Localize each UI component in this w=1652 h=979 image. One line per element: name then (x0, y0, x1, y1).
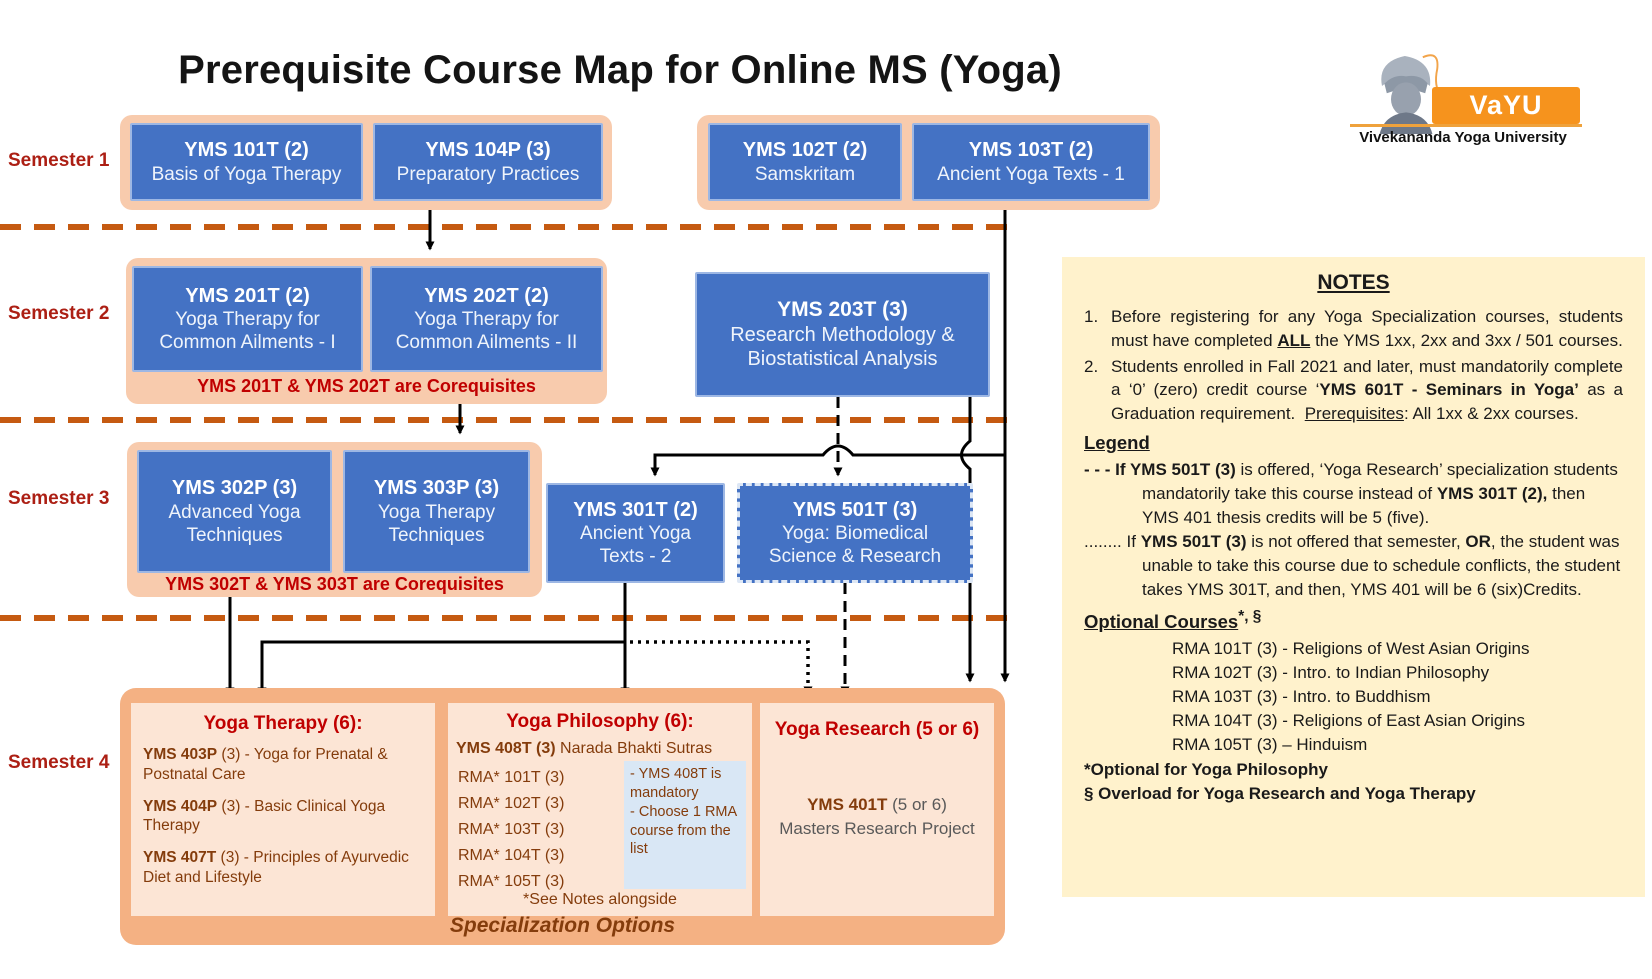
course-box-yms-202t: YMS 202T (2) Yoga Therapy for Common Ail… (370, 266, 603, 372)
course-name: Yoga Therapy for Common Ailments - I (159, 309, 336, 354)
sem2-coreq-group: YMS 201T (2) Yoga Therapy for Common Ail… (126, 258, 607, 404)
course-name: Yoga Therapy Techniques (377, 501, 496, 546)
course-name: Ancient Yoga Texts - 1 (937, 163, 1125, 185)
specialization-yoga-philosophy: Yoga Philosophy (6): YMS 408T (3) Narada… (448, 703, 752, 916)
semester-4-label: Semester 4 (8, 752, 110, 773)
course-name: Samskritam (754, 163, 856, 185)
course-box-yms-101t: YMS 101T (2) Basis of Yoga Therapy (130, 123, 363, 201)
course-name: Research Methodology & Biostatistical An… (730, 323, 955, 371)
course-item-yms-408t: YMS 408T (3) Narada Bhakti Sutras (456, 740, 713, 757)
optional-course: RMA 101T (3) - Religions of West Asian O… (1172, 638, 1530, 658)
spec-title: Yoga Therapy (6): (203, 713, 363, 734)
rma-course: RMA* 104T (3) (458, 847, 565, 864)
course-code: YMS 203T (3) (777, 298, 908, 322)
course-name: Ancient Yoga Texts - 2 (580, 523, 691, 568)
note-line: - YMS 408T is mandatory (630, 766, 722, 801)
footnote-optional: *Optional for Yoga Philosophy (1084, 759, 1328, 779)
rma-course: RMA* 105T (3) (458, 873, 565, 890)
specialization-yoga-therapy: Yoga Therapy (6): YMS 403P (3) - Yoga fo… (131, 703, 435, 916)
course-box-yms-104p: YMS 104P (3) Preparatory Practices (373, 123, 603, 201)
philosophy-rules-note: - YMS 408T is mandatory - Choose 1 RMA c… (624, 761, 746, 889)
rma-course: RMA* 103T (3) (458, 821, 565, 838)
course-box-yms-103t: YMS 103T (2) Ancient Yoga Texts - 1 (912, 123, 1150, 201)
note-line: - Choose 1 RMA course from the list (630, 803, 737, 858)
course-item-yms-401t: YMS 401T (5 or 6) Masters Research Proje… (779, 795, 975, 838)
see-notes-label: *See Notes alongside (523, 891, 677, 908)
rma-course-list: RMA* 101T (3) RMA* 102T (3) RMA* 103T (3… (458, 765, 564, 895)
sem3-coreq-group: YMS 302P (3) Advanced Yoga Techniques YM… (127, 442, 542, 597)
course-code: YMS 303P (3) (373, 477, 500, 500)
sem1-group-left: YMS 101T (2) Basis of Yoga Therapy YMS 1… (120, 115, 612, 210)
vivekananda-bust-icon (1379, 54, 1442, 134)
specialization-yoga-research: Yoga Research (5 or 6) YMS 401T (5 or 6)… (760, 703, 994, 916)
legend-item-dashed: - - - If YMS 501T (3) is offered, ‘Yoga … (1084, 459, 1618, 527)
rma-course: RMA* 101T (3) (458, 769, 565, 786)
course-box-yms-102t: YMS 102T (2) Samskritam (708, 123, 902, 201)
vayu-logo: VaYU Vivekananda Yoga University (1338, 42, 1588, 147)
course-code: YMS 301T (2) (573, 498, 698, 521)
course-box-yms-203t: YMS 203T (3) Research Methodology & Bios… (695, 272, 990, 397)
rma-course: RMA* 102T (3) (458, 795, 565, 812)
sem3-coreq-note: YMS 302T & YMS 303T are Corequisites (165, 574, 504, 594)
semester-2-label: Semester 2 (8, 303, 110, 324)
semester-3-label: Semester 3 (8, 488, 110, 509)
course-item-yms-404p: YMS 404P (3) - Basic Clinical Yoga Thera… (143, 797, 386, 835)
course-code: YMS 103T (2) (968, 139, 1094, 162)
optional-course: RMA 105T (3) – Hinduism (1172, 735, 1368, 755)
footnote-overload: § Overload for Yoga Research and Yoga Th… (1084, 784, 1476, 804)
sem2-coreq-note: YMS 201T & YMS 202T are Corequisites (197, 376, 536, 396)
note-item-2: 2. Students enrolled in Fall 2021 and la… (1084, 356, 1623, 424)
page-title: Prerequisite Course Map for Online MS (Y… (178, 48, 1062, 92)
vayu-wordmark: VaYU (1432, 87, 1580, 124)
course-name: Yoga: Biomedical Science & Research (768, 523, 942, 568)
course-box-yms-201t: YMS 201T (2) Yoga Therapy for Common Ail… (132, 266, 363, 372)
course-code: YMS 102T (2) (742, 139, 868, 162)
optional-course: RMA 104T (3) - Religions of East Asian O… (1172, 711, 1526, 731)
connector-dotted-301t-to-research (630, 640, 813, 696)
course-name: Yoga Therapy for Common Ailments - II (395, 309, 578, 354)
legend-heading: Legend (1084, 431, 1150, 453)
course-box-yms-501t: YMS 501T (3) Yoga: Biomedical Science & … (737, 483, 973, 583)
course-code: YMS 104P (3) (425, 139, 551, 162)
course-code: YMS 101T (2) (184, 139, 309, 162)
course-box-yms-302p: YMS 302P (3) Advanced Yoga Techniques (137, 450, 332, 573)
course-name: Basis of Yoga Therapy (151, 163, 342, 185)
course-name: Preparatory Practices (396, 163, 580, 185)
notes-heading: NOTES (1317, 271, 1390, 294)
course-box-yms-303p: YMS 303P (3) Yoga Therapy Techniques (343, 450, 530, 573)
spec-title: Yoga Research (5 or 6) (774, 719, 980, 740)
optional-course: RMA 102T (3) - Intro. to Indian Philosop… (1172, 663, 1490, 683)
note-item-1: 1. Before registering for any Yoga Speci… (1084, 307, 1623, 350)
sem4-specializations-container: Yoga Therapy (6): YMS 403P (3) - Yoga fo… (120, 688, 1005, 945)
logo-org-name: Vivekananda Yoga University (1359, 129, 1567, 146)
course-code: YMS 202T (2) (424, 284, 549, 307)
logo-rule (1350, 124, 1582, 127)
optional-courses-heading: Optional Courses*, § (1084, 607, 1262, 632)
course-item-yms-407t: YMS 407T (3) - Principles of Ayurvedic D… (143, 849, 409, 887)
legend-item-dotted: ........ If YMS 501T (3) is not offered … (1084, 532, 1621, 599)
course-code: YMS 201T (2) (185, 284, 310, 307)
course-item-yms-403p: YMS 403P (3) - Yoga for Prenatal & Postn… (143, 746, 388, 783)
course-code: YMS 302P (3) (171, 477, 298, 500)
spec-title: Yoga Philosophy (6): (506, 711, 694, 732)
semester-1-label: Semester 1 (8, 150, 110, 171)
connector-103t-branch-to-301t (650, 444, 1005, 477)
course-code: YMS 501T (3) (792, 498, 918, 521)
course-name: Advanced Yoga Techniques (168, 501, 301, 546)
course-box-yms-301t: YMS 301T (2) Ancient Yoga Texts - 2 (546, 483, 725, 583)
sem1-group-right: YMS 102T (2) Samskritam YMS 103T (2) Anc… (697, 115, 1160, 210)
specialization-options-label: Specialization Options (449, 914, 676, 937)
optional-course: RMA 103T (3) - Intro. to Buddhism (1172, 687, 1431, 707)
notes-panel: NOTES 1. Before registering for any Yoga… (1062, 257, 1645, 897)
